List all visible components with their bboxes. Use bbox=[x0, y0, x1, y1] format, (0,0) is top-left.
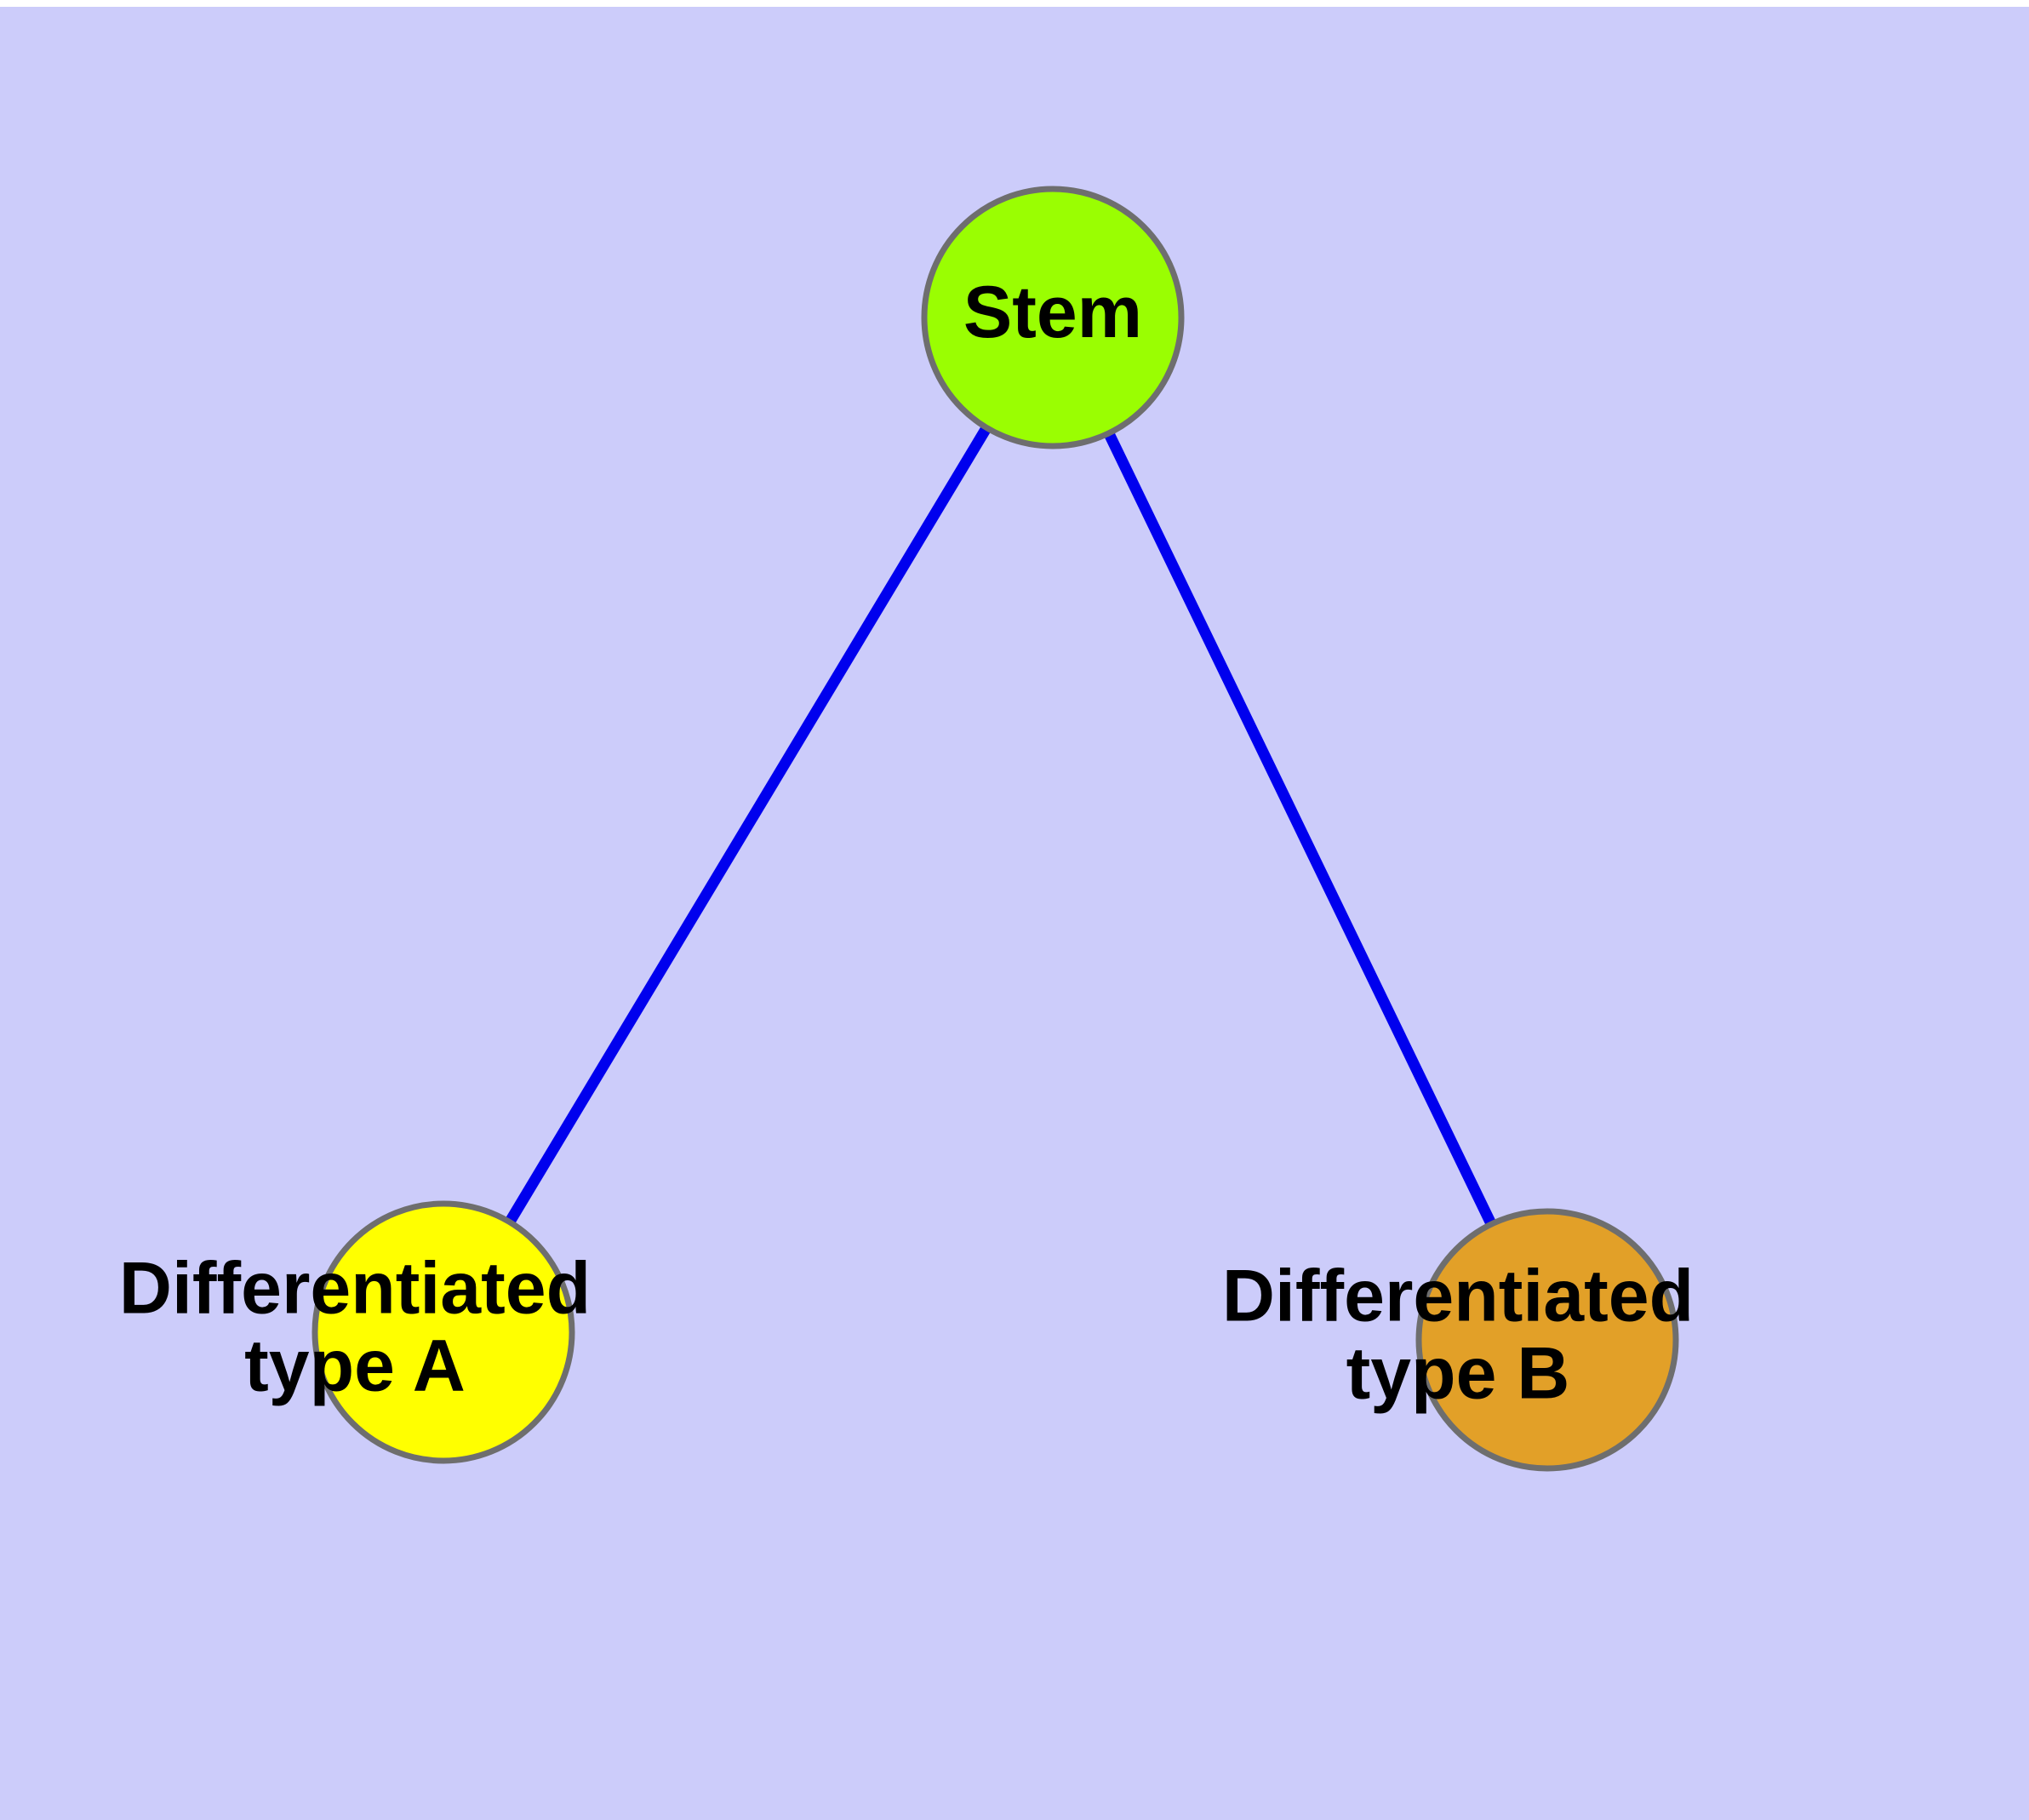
node-stem[interactable] bbox=[921, 186, 1185, 449]
node-label-line: type A bbox=[244, 1325, 466, 1406]
edge-stem-diff-a bbox=[438, 314, 1058, 1336]
node-diff_b[interactable] bbox=[1415, 1208, 1679, 1472]
node-label-line: type B bbox=[1346, 1332, 1570, 1414]
node-diff_a[interactable] bbox=[311, 1200, 575, 1464]
edge-stem-diff-b bbox=[1048, 315, 1552, 1342]
node-label-line: Differentiated bbox=[119, 1247, 591, 1329]
node-label-line: Differentiated bbox=[1222, 1255, 1694, 1336]
node-label-line: Stem bbox=[963, 272, 1142, 353]
edges-layer bbox=[438, 314, 1552, 1342]
nodes-layer bbox=[311, 186, 1679, 1472]
node-label-stem: Stem bbox=[963, 272, 1142, 353]
